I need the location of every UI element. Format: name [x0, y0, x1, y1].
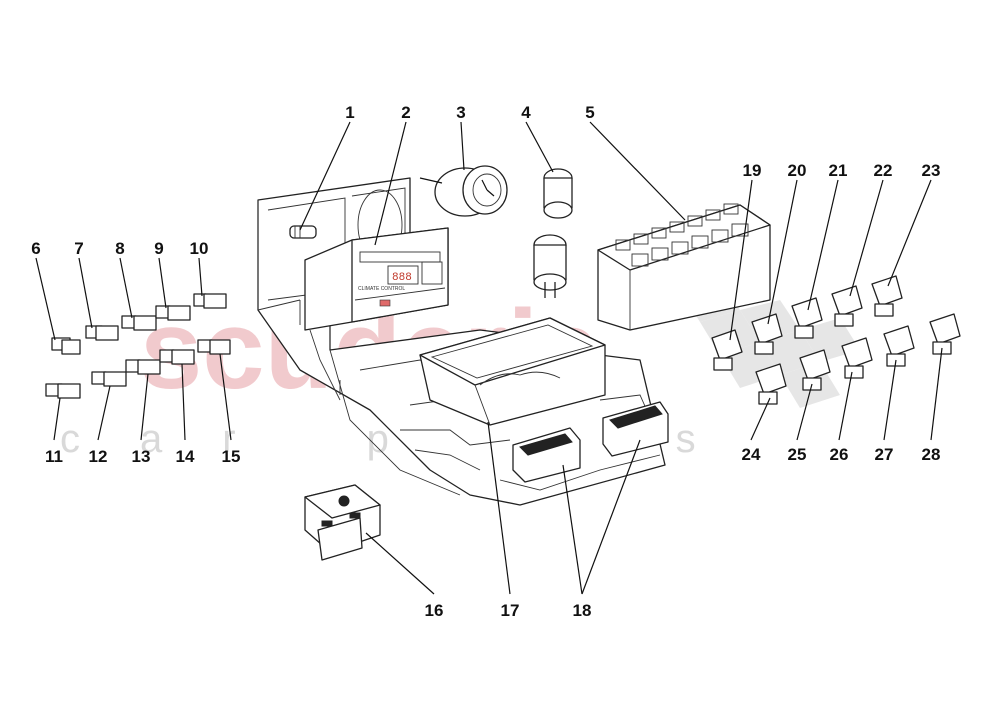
part-22: [831, 285, 863, 327]
part-15: [197, 339, 231, 355]
callout-7: 7: [74, 239, 83, 258]
callout-23: 23: [922, 161, 941, 180]
part-23: [871, 275, 903, 317]
clock-part: [419, 165, 508, 217]
callout-8: 8: [115, 239, 124, 258]
callout-13: 13: [132, 447, 151, 466]
callout-19: 19: [743, 161, 762, 180]
part-25: [799, 349, 831, 391]
callout-14: 14: [176, 447, 195, 466]
callout-1: 1: [345, 103, 354, 122]
callout-4: 4: [521, 103, 531, 122]
callout-2: 2: [401, 103, 410, 122]
climate-display: 888: [392, 272, 412, 284]
callout-11: 11: [45, 447, 63, 466]
part-12: [91, 371, 127, 387]
callout-16: 16: [425, 601, 444, 620]
callout-5: 5: [585, 103, 594, 122]
callout-21: 21: [829, 161, 848, 180]
part-13: [125, 359, 161, 375]
part-20: [751, 313, 783, 355]
part-6: [51, 337, 81, 355]
part-11: [45, 383, 81, 399]
cigar-lighter-part: [533, 168, 573, 298]
part-27: [883, 325, 915, 367]
tray-part: [419, 317, 606, 426]
part-19: [711, 329, 743, 371]
leader-lines: [35, 121, 943, 595]
part-9: [155, 305, 191, 321]
callout-18: 18: [573, 601, 592, 620]
callout-10: 10: [190, 239, 209, 258]
switch-panel-part: [597, 203, 771, 331]
part-8: [121, 315, 157, 331]
climate-control-panel: 888 CLIMATE CONTROL: [304, 227, 449, 331]
callout-27: 27: [875, 445, 894, 464]
callout-20: 20: [788, 161, 807, 180]
callout-22: 22: [874, 161, 893, 180]
bulb-part: [289, 225, 317, 239]
part-26: [841, 337, 873, 379]
callout-25: 25: [788, 445, 807, 464]
callout-28: 28: [922, 445, 941, 464]
part-24: [755, 363, 787, 405]
mirror-switch-part: [304, 484, 381, 561]
callout-9: 9: [154, 239, 163, 258]
callout-24: 24: [742, 445, 761, 464]
callout-3: 3: [456, 103, 465, 122]
window-switch-right: [602, 401, 669, 457]
small-parts-left: [45, 293, 231, 399]
part-28: [929, 313, 961, 355]
part-7: [85, 325, 119, 341]
part-14: [159, 349, 195, 365]
part-10: [193, 293, 227, 309]
callout-17: 17: [501, 601, 520, 620]
small-parts-right: [711, 275, 961, 405]
callout-15: 15: [222, 447, 241, 466]
climate-control-label: CLIMATE CONTROL: [358, 286, 405, 292]
callout-26: 26: [830, 445, 849, 464]
callout-6: 6: [31, 239, 40, 258]
callout-numbers: 1 2 3 4 5 6 7 8 9 10 11 12 13 14 15 16 1…: [31, 103, 940, 620]
part-21: [791, 297, 823, 339]
callout-12: 12: [89, 447, 108, 466]
